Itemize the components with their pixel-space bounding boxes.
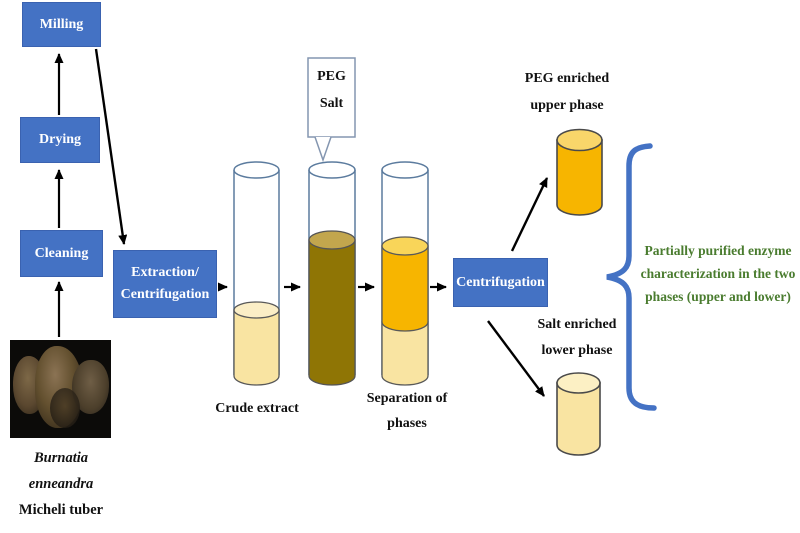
- peg-salt-mix-cylinder: [308, 161, 356, 386]
- tuber-photo: [10, 340, 111, 438]
- flow-box-milling: Milling: [22, 2, 101, 47]
- milling-label: Milling: [39, 16, 84, 32]
- cleaning-label: Cleaning: [34, 245, 89, 261]
- separation-label-line2: phases: [387, 416, 427, 431]
- glass-top-2: [308, 161, 356, 179]
- tuber-name-line1: Burnatia: [34, 450, 88, 466]
- salt-phase-line1: Salt enriched: [537, 317, 617, 332]
- peg-upper-cylinder: [556, 128, 603, 216]
- result-note: Partially purified enzyme characterizati…: [628, 239, 800, 308]
- mix-liquid-surface: [308, 230, 356, 250]
- peg-upper-phase-label: PEG enriched upper phase: [507, 65, 627, 119]
- separation-label: Separation of phases: [347, 386, 467, 436]
- glass-top-1: [233, 161, 280, 179]
- result-note-line1: Partially purified enzyme: [644, 243, 792, 258]
- salt-lower-cylinder: [556, 372, 601, 456]
- separation-label-line1: Separation of: [366, 391, 448, 406]
- flow-box-extraction: Extraction/ Centrifugation: [113, 250, 217, 318]
- separation-upper-liquid: [381, 245, 429, 332]
- extraction-label-line2: Centrifugation: [120, 287, 210, 302]
- crude-extract-label: Crude extract: [215, 401, 299, 416]
- tuber-name-label: Burnatia enneandra Micheli tuber: [1, 445, 121, 523]
- tuber-blob-shadow: [50, 388, 80, 428]
- drying-label: Drying: [39, 132, 81, 147]
- peg-salt-callout-text: PEG Salt: [308, 63, 355, 117]
- flow-box-drying: Drying: [20, 117, 100, 163]
- callout-pointer: [314, 136, 332, 163]
- salt-phase-line2: lower phase: [541, 343, 613, 358]
- salt-lower-phase-label: Salt enriched lower phase: [517, 312, 637, 364]
- callout-line1: PEG: [317, 69, 346, 84]
- arrow-to-upper-phase: [510, 177, 549, 252]
- crude-liquid-surface: [233, 301, 280, 319]
- tuber-name-line3: Micheli tuber: [18, 502, 104, 518]
- separation-cylinder: [381, 161, 429, 386]
- result-note-line2: characterization in the two: [640, 266, 796, 281]
- glass-top-3: [381, 161, 429, 179]
- tuber-name-line2: enneandra: [28, 476, 94, 492]
- peg-salt-callout-shape: [307, 57, 356, 163]
- peg-phase-line2: upper phase: [530, 98, 604, 113]
- separation-lower-liquid: [381, 321, 429, 386]
- callout-line2: Salt: [319, 96, 344, 111]
- crude-extract-cylinder: [233, 161, 280, 386]
- arrow-milling-to-extraction: [94, 48, 128, 245]
- peg-upper-surface: [556, 128, 603, 152]
- separation-liquid-surface: [381, 236, 429, 256]
- peg-phase-line1: PEG enriched: [524, 71, 610, 86]
- extraction-label-line1: Extraction/: [131, 265, 199, 280]
- flow-box-centrifugation: Centrifugation: [453, 258, 548, 307]
- result-note-line3: phases (upper and lower): [645, 289, 791, 304]
- centrifugation-label: Centrifugation: [456, 274, 545, 290]
- salt-lower-surface: [556, 372, 601, 394]
- arrow-to-lower-phase: [487, 320, 545, 397]
- flow-box-cleaning: Cleaning: [20, 230, 103, 277]
- grouping-brace: [606, 143, 657, 411]
